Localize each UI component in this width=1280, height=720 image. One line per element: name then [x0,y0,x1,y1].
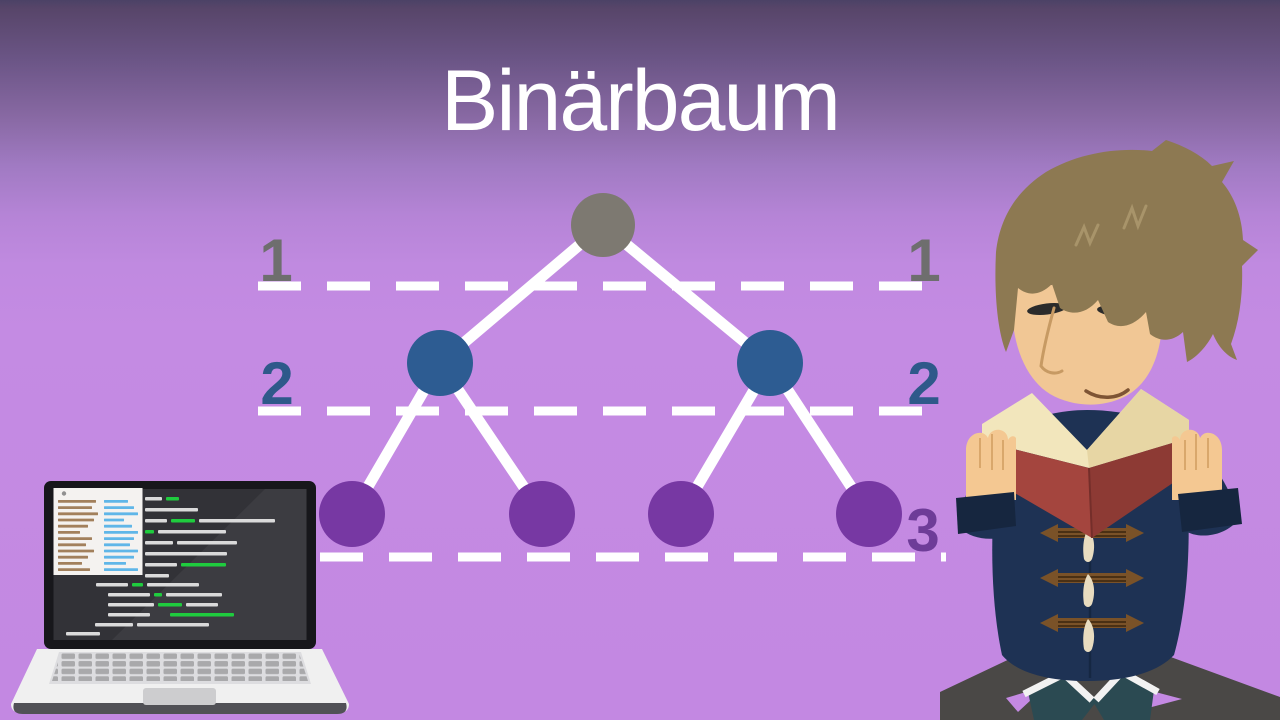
code-line [96,583,128,587]
reading-character [940,140,1280,720]
code-line [145,552,227,556]
code-window-lines [58,500,138,571]
code-line [104,549,138,553]
code-line [104,524,132,528]
code-line [154,593,162,597]
toggle-button [1040,614,1144,652]
code-line [108,593,150,597]
mouth [1084,388,1130,399]
code-line [158,530,226,534]
code-line [58,568,90,571]
code-line [104,518,124,522]
code-line [158,603,182,607]
code-line [104,562,126,565]
laptop-bottom-edge [13,703,347,714]
code-line [58,500,96,503]
level3-node-3 [648,481,714,547]
nose [1039,306,1064,375]
code-line [58,537,92,540]
level1-label-left: 1 [259,227,292,294]
code-line [58,549,94,553]
code-line [132,583,143,587]
code-line [95,623,133,627]
book-right-cover [1089,438,1189,538]
level3-node-1 [319,481,385,547]
code-line [137,623,209,627]
root-node [571,193,635,257]
code-line [170,613,234,617]
code-line [104,568,138,571]
left-eye [1027,303,1067,315]
code-line [145,574,169,578]
code-line [58,543,86,547]
code-line [104,543,130,547]
character-hands [966,429,1222,500]
code-line [58,512,98,516]
code-line [104,500,128,503]
code-line [145,541,173,545]
level3-node-2 [509,481,575,547]
code-line [58,531,80,534]
book-pages-shade [1087,389,1189,468]
character-hair [995,140,1258,362]
level-guide-lines [258,281,946,562]
code-window [53,488,143,575]
page-title: Binärbaum [441,53,841,149]
code-line [58,562,82,565]
code-line [166,593,222,597]
toggle-button [1040,569,1144,607]
level2-label-right: 2 [907,350,940,417]
code-line [104,555,134,559]
level2-right-node [737,330,803,396]
code-line [58,555,88,559]
code-line [104,512,138,516]
window-dot-icon [61,491,67,496]
level3-label-right: 3 [906,497,939,564]
code-line [58,506,92,509]
code-line [66,632,100,636]
code-line [58,524,88,528]
code-line [104,537,134,540]
code-line [145,530,154,534]
code-line [199,519,275,523]
code-line [147,583,199,587]
level2-label-left: 2 [260,350,293,417]
book [982,389,1189,539]
code-line [186,603,218,607]
code-line [145,497,162,501]
code-line [145,563,177,567]
code-line [104,506,134,509]
keyboard-keys [52,653,308,681]
level2-left-node [407,330,473,396]
left-cuff [956,492,1016,534]
right-cuff [1178,488,1242,532]
code-line [104,531,138,534]
hair-highlights [1074,203,1148,247]
code-line [108,613,150,617]
level1-label-right: 1 [907,227,940,294]
code-line [145,508,198,512]
code-line [177,541,237,545]
code-line [58,518,94,522]
code-line [181,563,226,567]
code-line [145,519,167,523]
trackpad [143,688,216,705]
laptop-illustration [11,481,349,714]
tree-edge [597,219,776,369]
level3-node-4 [836,481,902,547]
book-spine [1088,467,1093,539]
code-line [108,603,154,607]
tree-edge [434,219,609,369]
code-line [171,519,195,523]
code-lines [66,497,275,636]
code-line [166,497,179,501]
